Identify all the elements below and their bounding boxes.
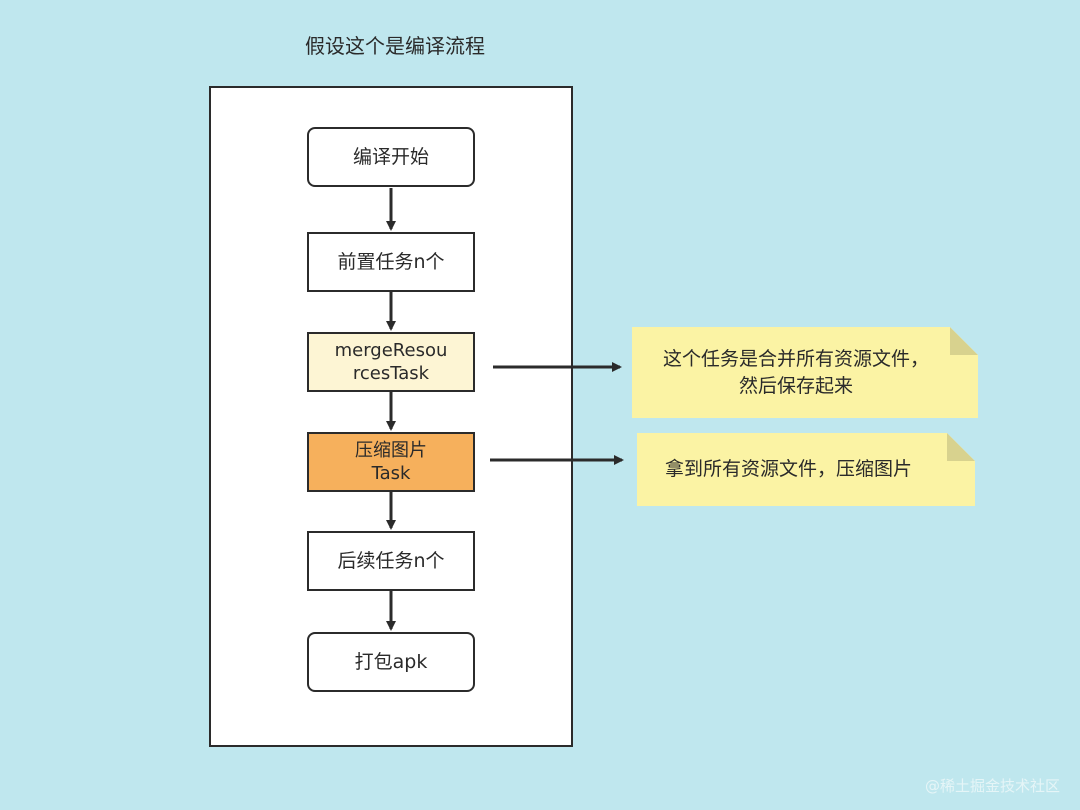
node-compress-images-task: 压缩图片 Task <box>307 432 475 492</box>
note-fold-corner <box>950 327 978 355</box>
node-merge-resources-task: mergeResou rcesTask <box>307 332 475 392</box>
diagram-title: 假设这个是编译流程 <box>305 34 485 58</box>
note-compress-images-text: 拿到所有资源文件，压缩图片 <box>665 458 913 480</box>
watermark-text: @稀土掘金技术社区 <box>924 777 1060 795</box>
node-pre-tasks: 前置任务n个 <box>307 232 475 292</box>
node-post-tasks: 后续任务n个 <box>307 531 475 591</box>
node-package-apk: 打包apk <box>307 632 475 692</box>
note-merge-resources-text: 这个任务是合并所有资源文件， 然后保存起来 <box>662 347 929 397</box>
note-fold-corner <box>947 433 975 461</box>
note-compress-images: 拿到所有资源文件，压缩图片 <box>637 433 975 506</box>
note-merge-resources: 这个任务是合并所有资源文件， 然后保存起来 <box>632 327 978 418</box>
node-compile-start: 编译开始 <box>307 127 475 187</box>
